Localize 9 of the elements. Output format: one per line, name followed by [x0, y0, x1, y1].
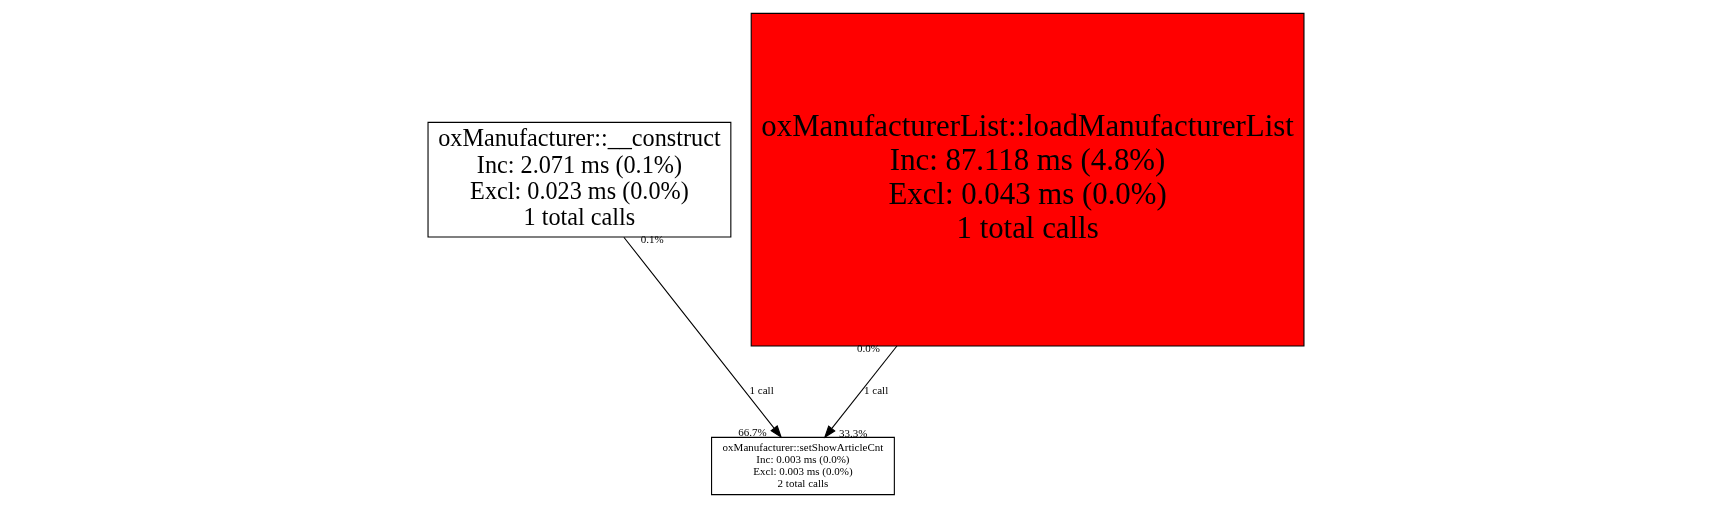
edge-label: 1 call	[864, 383, 889, 396]
arrow	[623, 236, 783, 438]
node-box: oxManufacturer::setShowArticleCnt Inc: 0.003 ms (0.0%) Excl: 0.003 ms (0.0%) 2 total calls	[711, 436, 895, 495]
node-box: oxManufacturer::__construct Inc: 2.071 ms (0.1%) Excl: 0.023 ms (0.0%) 1 total calls	[427, 121, 732, 237]
label: 66.7%	[738, 425, 767, 438]
arrow	[823, 344, 898, 438]
label: 33.3%	[839, 426, 868, 439]
node-box: oxManufacturerList::loadManufacturerList Inc: 87.118 ms (4.8%) Excl: 0.043 ms (0.0%) 1 total calls	[750, 12, 1305, 346]
edge-label: 1 call	[749, 383, 774, 396]
